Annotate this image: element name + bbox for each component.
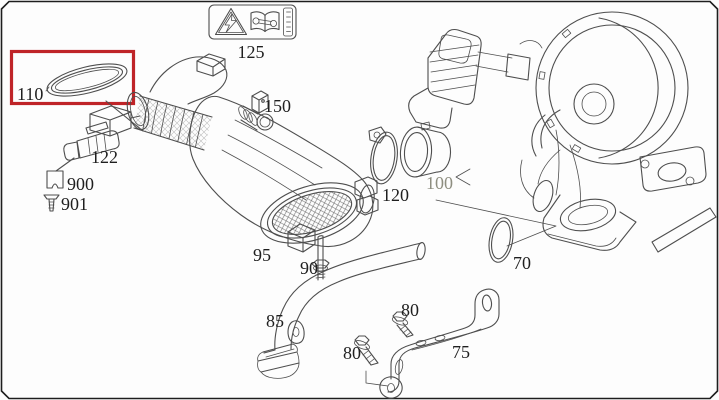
service-manual-wrench-icon	[250, 11, 280, 33]
part-label-duct-bracket: 95	[253, 245, 271, 265]
part-labels: 110 125 122 900 901 150 120 100 95 90 85…	[17, 42, 531, 363]
part-label-bolt-upper: 80	[401, 300, 419, 320]
support-bracket-art	[379, 288, 500, 399]
charge-air-pipe-art	[257, 242, 426, 379]
warning-plate-art	[208, 4, 297, 40]
high-voltage-triangle-icon	[214, 7, 248, 36]
pressure-sensor-art	[238, 90, 274, 131]
part-label-charge-air-pipe: 85	[266, 311, 284, 331]
hose-clamp-art	[368, 126, 398, 185]
air-duct-assembly-art	[89, 53, 379, 253]
screw-symbol-art	[43, 194, 60, 212]
part-label-retaining-clip: 900	[67, 174, 94, 194]
part-label-hose-clamp: 120	[382, 185, 409, 205]
part-label-connector-sleeve: 100	[426, 173, 453, 193]
part-label-stud-bolt: 90	[300, 258, 318, 278]
sealing-ring-art	[45, 63, 128, 97]
connector-sleeve-art	[399, 121, 452, 178]
fine-print-text-strip	[283, 7, 293, 37]
part-label-screw-901: 901	[61, 194, 88, 214]
highlight-box	[9, 49, 136, 106]
o-ring-art	[488, 217, 514, 263]
part-label-air-mass-sensor: 122	[91, 147, 118, 167]
bolt-upper-art	[391, 311, 414, 338]
turbocharger-art	[408, 11, 717, 253]
air-mass-sensor-art	[63, 121, 120, 161]
part-label-support-bracket: 75	[452, 342, 470, 362]
clip-symbol-art	[46, 170, 64, 189]
part-label-warning-label: 125	[238, 42, 265, 62]
part-label-o-ring: 70	[513, 253, 531, 273]
bolt-lower-art	[354, 335, 379, 366]
part-label-bolt-lower: 80	[343, 343, 361, 363]
part-label-sealing-ring: 110	[17, 84, 43, 104]
part-label-pressure-sensor: 150	[264, 96, 291, 116]
